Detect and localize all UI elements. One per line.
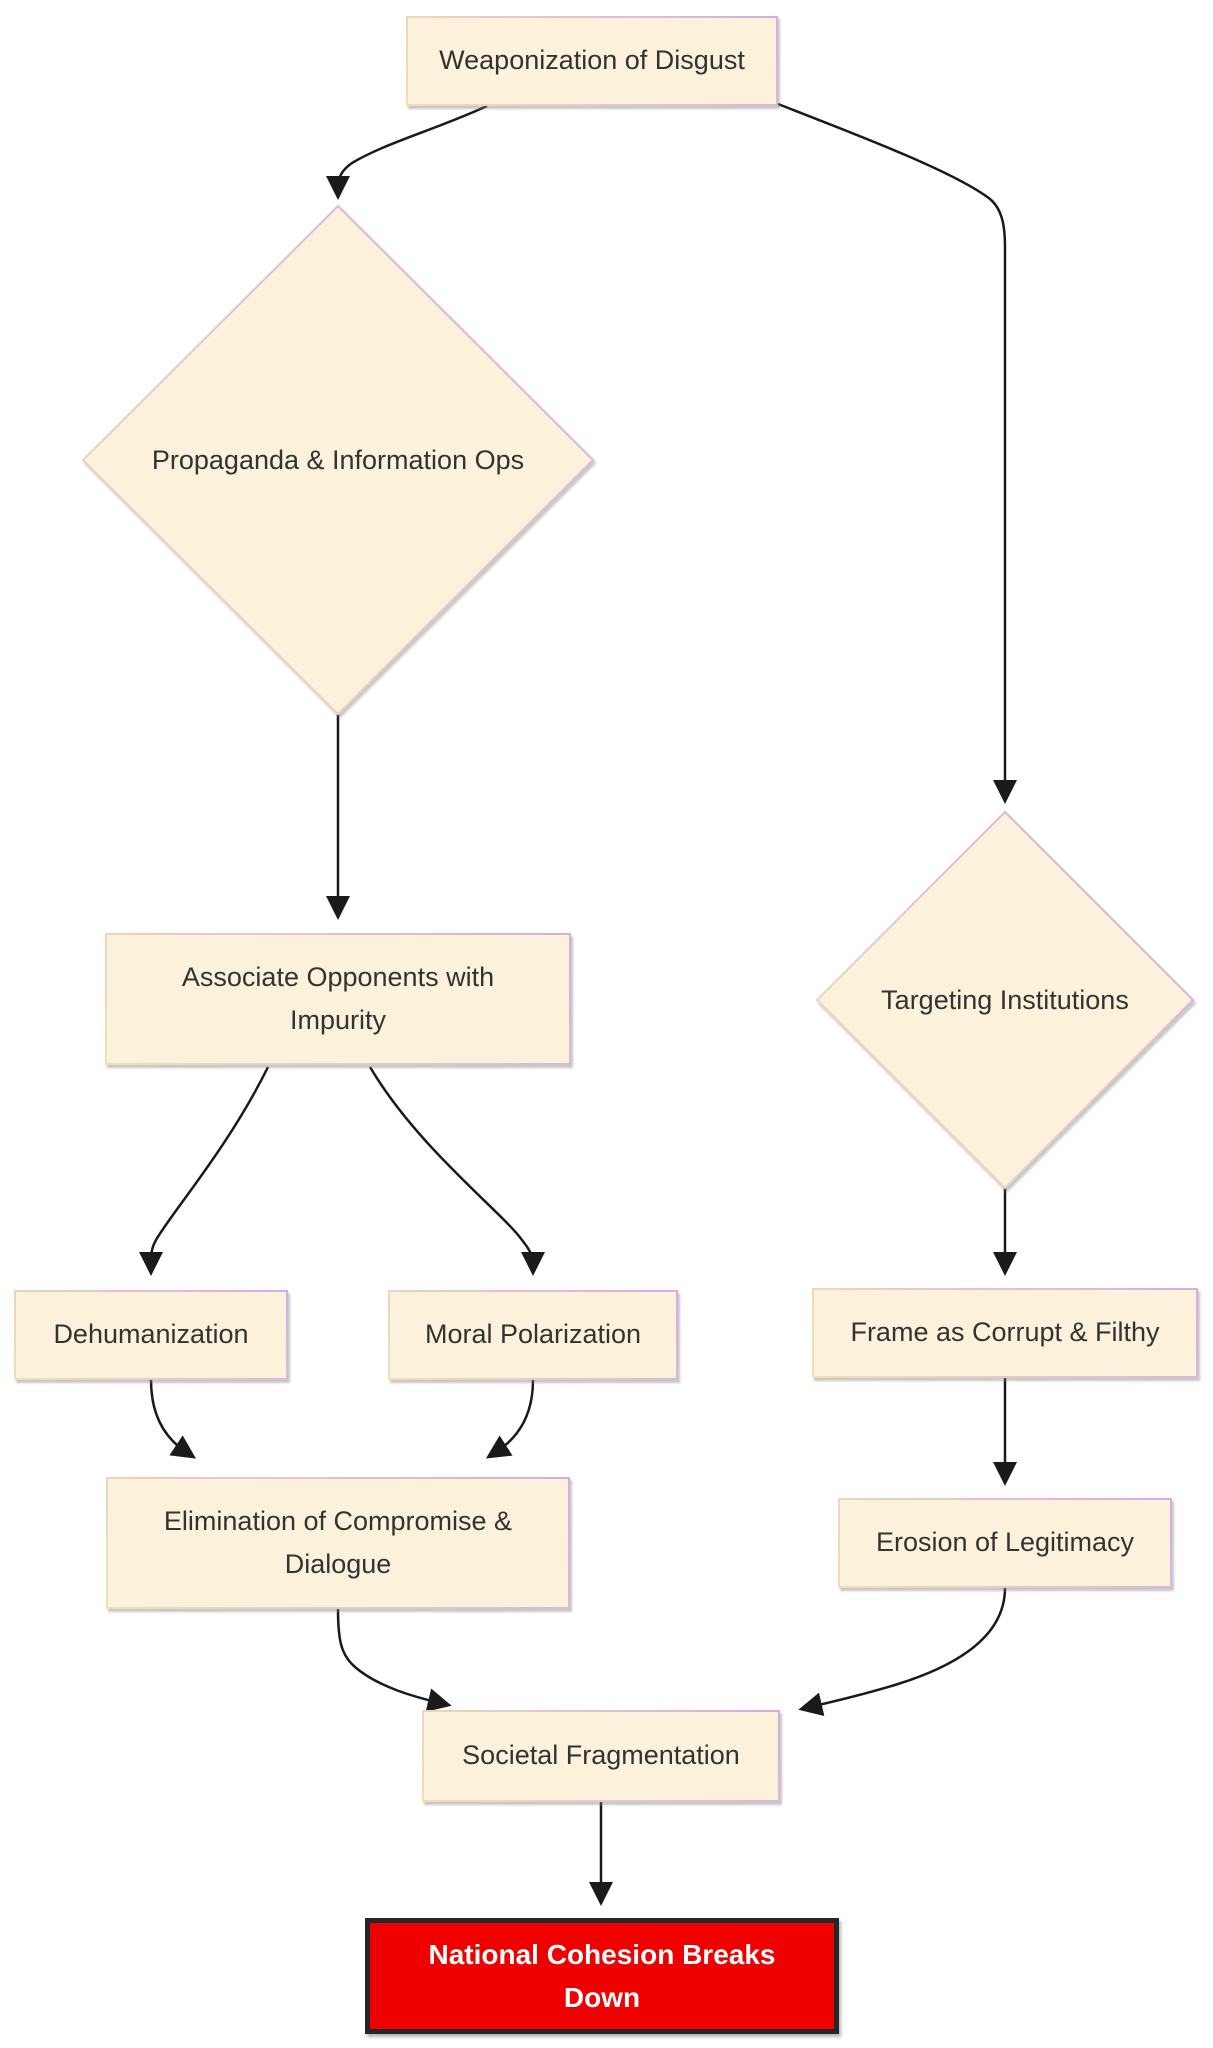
node-dehumanization-label: Dehumanization [53,1319,249,1350]
edge-associate-to-moral-polarization [368,1066,545,1276]
node-societal-fragmentation-label: Societal Fragmentation [462,1740,740,1771]
node-elimination-of-compromise-dialogue-label: Elimination of Compromise & Dialogue [163,1505,513,1579]
node-national-cohesion-breaks-down: National Cohesion Breaks Down [365,1918,839,2034]
node-frame-as-corrupt-filthy: Frame as Corrupt & Filthy [812,1288,1198,1378]
node-associate-opponents-with-impurity: Associate Opponents with Impurity [105,933,571,1065]
node-weaponization-of-disgust: Weaponization of Disgust [406,16,778,106]
node-weaponization-of-disgust-label: Weaponization of Disgust [439,45,745,76]
node-erosion-of-legitimacy-label: Erosion of Legitimacy [875,1527,1135,1558]
node-frame-as-corrupt-filthy-label: Frame as Corrupt & Filthy [850,1317,1160,1348]
node-propaganda-diamond-shape [81,204,595,716]
node-elimination-of-compromise-dialogue: Elimination of Compromise & Dialogue [106,1477,570,1609]
node-targeting-diamond-shape [815,810,1195,1190]
edge-erosion-to-societal [798,1587,1007,1716]
node-erosion-of-legitimacy: Erosion of Legitimacy [838,1498,1172,1588]
edge-weaponization-to-targeting [777,102,1017,804]
node-societal-fragmentation: Societal Fragmentation [422,1710,780,1802]
node-moral-polarization: Moral Polarization [388,1290,678,1380]
edge-weaponization-to-propaganda [326,104,488,200]
edge-elimination-to-societal [336,1608,452,1712]
node-moral-polarization-label: Moral Polarization [424,1319,642,1350]
edge-dehumanization-to-elimination [149,1379,196,1459]
edge-moral-polarization-to-elimination [485,1379,535,1459]
node-associate-opponents-with-impurity-label: Associate Opponents with Impurity [181,961,495,1035]
node-national-cohesion-breaks-down-label: National Cohesion Breaks Down [428,1938,776,2013]
node-dehumanization: Dehumanization [14,1290,288,1380]
edge-associate-to-dehumanization [139,1066,270,1276]
